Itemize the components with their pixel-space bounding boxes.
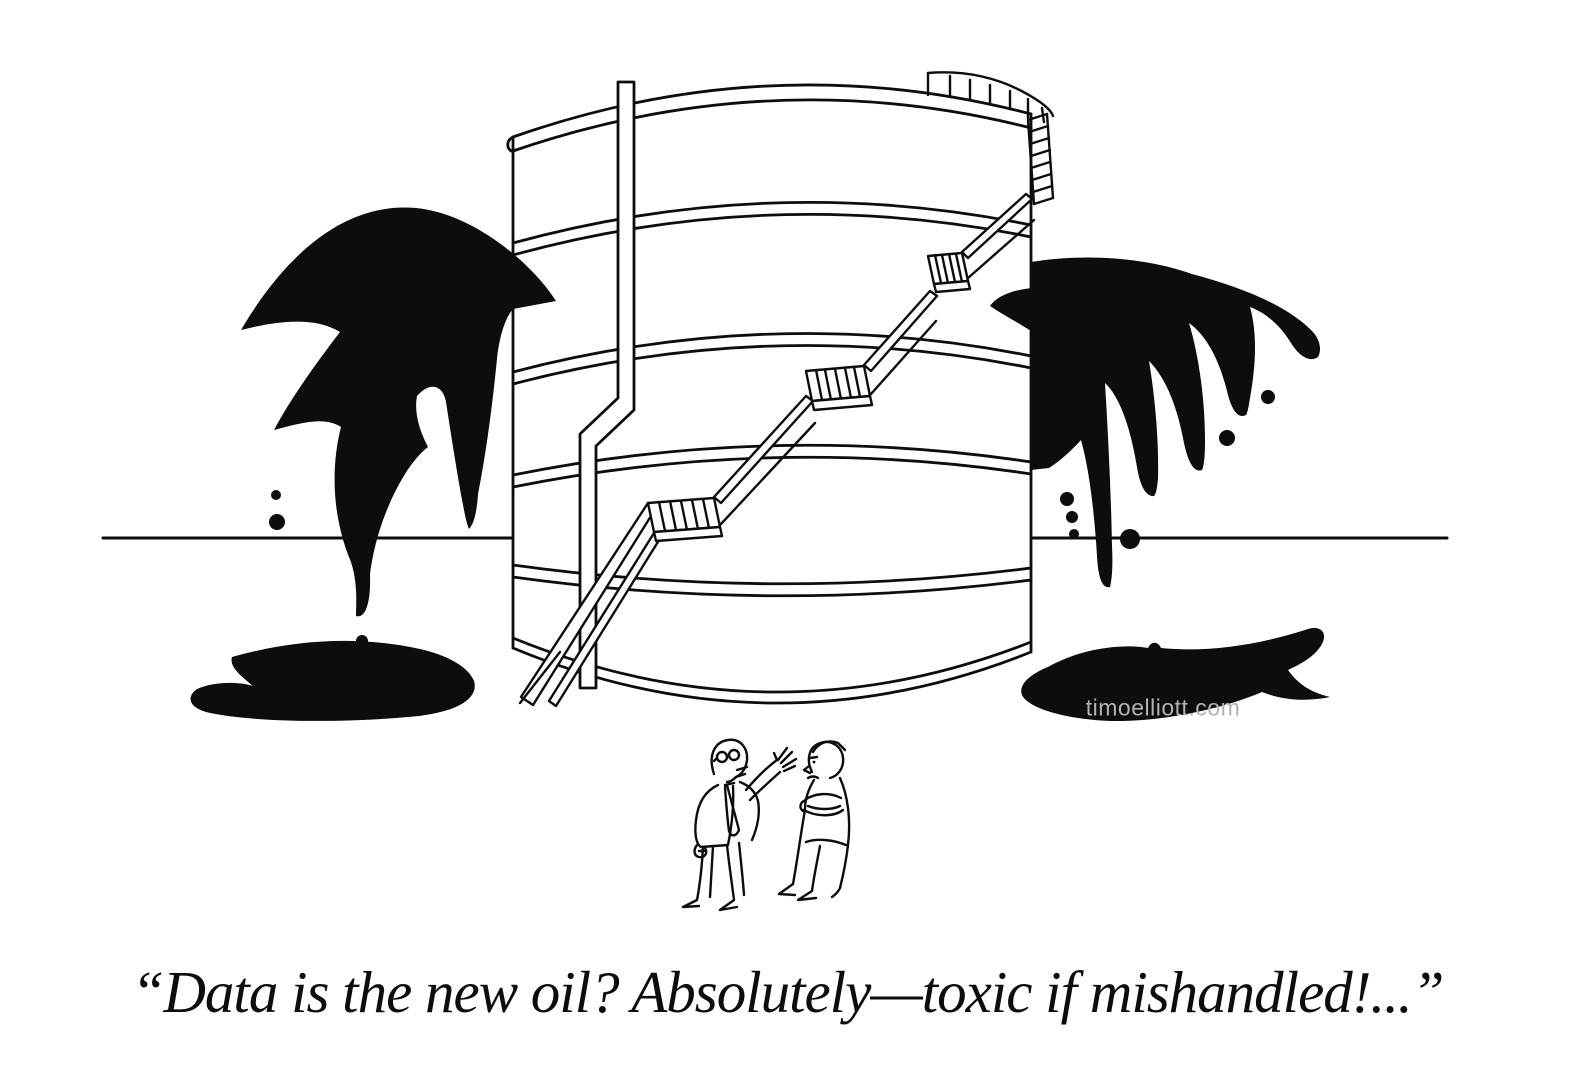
tank-seam-bands [511, 200, 1033, 598]
stair-run-4 [960, 192, 1034, 260]
oil-droplet [269, 514, 285, 530]
staircase [518, 71, 1055, 708]
speaker-hand [772, 746, 798, 773]
caption-text: “Data is the new oil? Absolutely—toxic i… [131, 959, 1445, 1025]
listener-face [802, 764, 812, 775]
speaker-figure [681, 738, 798, 912]
oil-droplet [1261, 390, 1275, 404]
stair-landing-3 [926, 251, 972, 294]
listener-hair [811, 740, 847, 754]
speaker-glasses [727, 748, 741, 762]
left-oil-puddle [190, 635, 475, 721]
oil-droplet [1120, 529, 1140, 549]
oil-tank [506, 83, 1033, 705]
left-oil-splash [241, 207, 556, 617]
top-railing [926, 71, 1055, 124]
oil-droplet [271, 490, 281, 500]
stair-landing-2 [804, 364, 874, 412]
watermark-text: timoelliott.com [1085, 694, 1241, 721]
right-oil-splash [990, 257, 1321, 588]
tank-body [513, 84, 1031, 704]
speaker-mouth [734, 765, 749, 779]
right-oil-puddle [1021, 628, 1330, 722]
oil-droplet [1060, 492, 1074, 506]
oil-droplet [1219, 430, 1235, 446]
listener-head [807, 740, 845, 780]
stair-landing-1 [646, 496, 724, 543]
oil-droplet [1066, 511, 1078, 523]
stair-run-3 [862, 289, 939, 373]
listener-figure [777, 740, 851, 902]
listener-frown [806, 775, 820, 780]
oil-droplet [1069, 529, 1079, 539]
speaker-head [710, 738, 749, 784]
standpipe [578, 80, 636, 690]
listener-crossed-arms [802, 792, 845, 817]
speaker-glasses [715, 750, 729, 764]
speaker-arm-raised [744, 758, 782, 802]
